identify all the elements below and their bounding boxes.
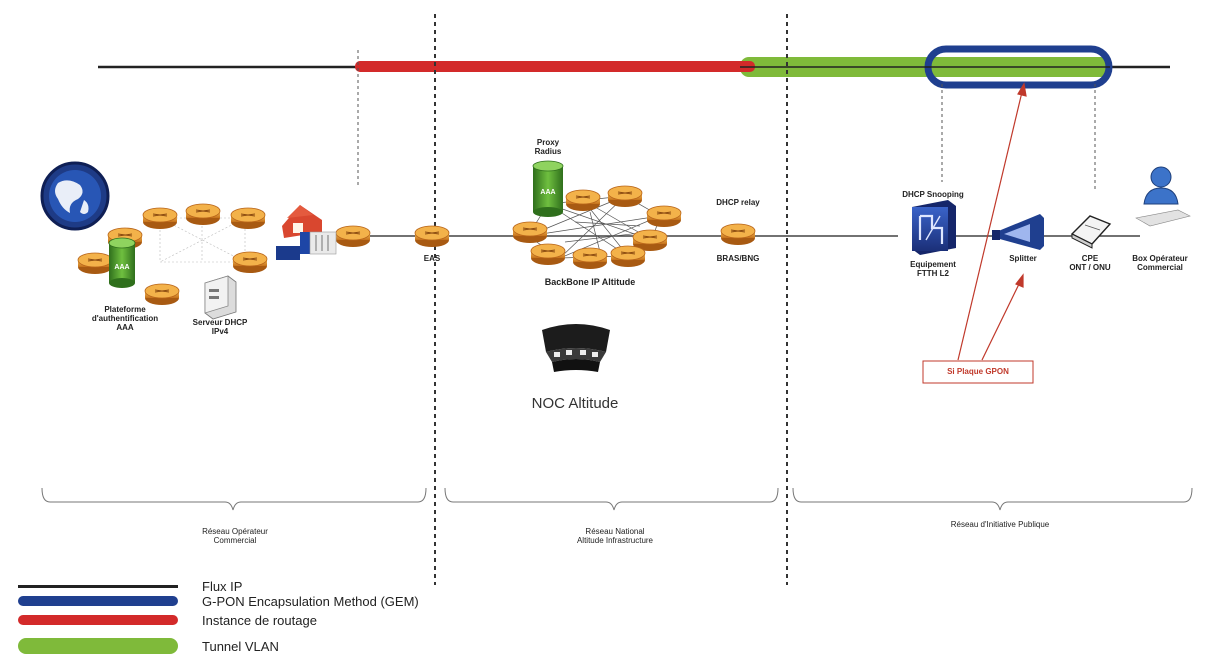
zone-braces xyxy=(41,487,1193,511)
legend-item-routing: Instance de routage xyxy=(18,610,317,630)
legend-swatch-routing xyxy=(18,615,178,625)
top-flow-bar xyxy=(98,45,1170,89)
user-icon xyxy=(1135,166,1191,227)
zone-label-public: Réseau d'Initiative Publique xyxy=(950,520,1050,529)
dhcp-server-icon xyxy=(204,275,237,320)
label-noc: NOC Altitude xyxy=(531,395,619,412)
label-dhcp-snooping: DHCP Snooping xyxy=(902,190,964,199)
label-dhcp-server: Serveur DHCP IPv4 xyxy=(192,318,248,337)
label-backbone: BackBone IP Altitude xyxy=(544,277,636,287)
label-box-operator: Box Opérateur Commercial xyxy=(1132,254,1188,273)
label-aaa-platform: Plateforme d'authentification AAA xyxy=(91,305,159,333)
label-proxy-radius: Proxy Radius xyxy=(534,138,562,157)
label-splitter: Splitter xyxy=(1009,254,1037,263)
proxy-radius-server-icon: AAA xyxy=(532,160,564,217)
ont-device-icon xyxy=(1070,215,1112,249)
globe-icon xyxy=(40,161,110,231)
zone-separators xyxy=(434,14,788,585)
aaa-server-icon: AAA xyxy=(108,237,136,288)
aaa-badge-proxy: AAA xyxy=(540,189,555,196)
gpon-annotation-arrows xyxy=(957,82,1027,361)
label-ftth-equipment: Equipement FTTH L2 xyxy=(910,260,956,279)
firewall-house-icon xyxy=(276,205,337,260)
gpon-annotation-box xyxy=(922,360,1034,384)
label-cpe: CPE ONT / ONU xyxy=(1069,254,1111,273)
label-bras: BRAS/BNG xyxy=(716,254,760,263)
legend-label-routing: Instance de routage xyxy=(202,612,317,628)
zone-label-national: Réseau National Altitude Infrastructure xyxy=(576,527,654,546)
aaa-badge-left: AAA xyxy=(114,264,129,271)
legend-swatch-gem xyxy=(18,596,178,606)
legend-swatch-vlan xyxy=(18,638,178,654)
noc-console-icon xyxy=(542,324,610,372)
ftth-switch-icon xyxy=(912,200,956,255)
label-eas: EAS xyxy=(423,254,441,263)
legend-label-ip-flow: Flux IP xyxy=(202,578,243,594)
zone-label-operator: Réseau Opérateur Commercial xyxy=(202,527,268,546)
legend-label-vlan: Tunnel VLAN xyxy=(202,638,279,654)
splitter-icon xyxy=(992,214,1044,250)
legend-item-gem: G-PON Encapsulation Method (GEM) xyxy=(18,591,419,611)
legend-swatch-ip-flow xyxy=(18,584,178,588)
label-dhcp-relay: DHCP relay xyxy=(716,198,760,207)
routing-instance-bar xyxy=(355,61,755,72)
legend-item-ip-flow: Flux IP xyxy=(18,576,242,596)
eas-router-icon xyxy=(414,225,450,248)
label-gpon-plate: Si Plaque GPON xyxy=(947,367,1009,376)
drop-lines xyxy=(357,50,1096,192)
legend-label-gem: G-PON Encapsulation Method (GEM) xyxy=(202,593,419,609)
legend-item-vlan: Tunnel VLAN xyxy=(18,636,279,656)
bras-router-icon xyxy=(720,223,756,246)
